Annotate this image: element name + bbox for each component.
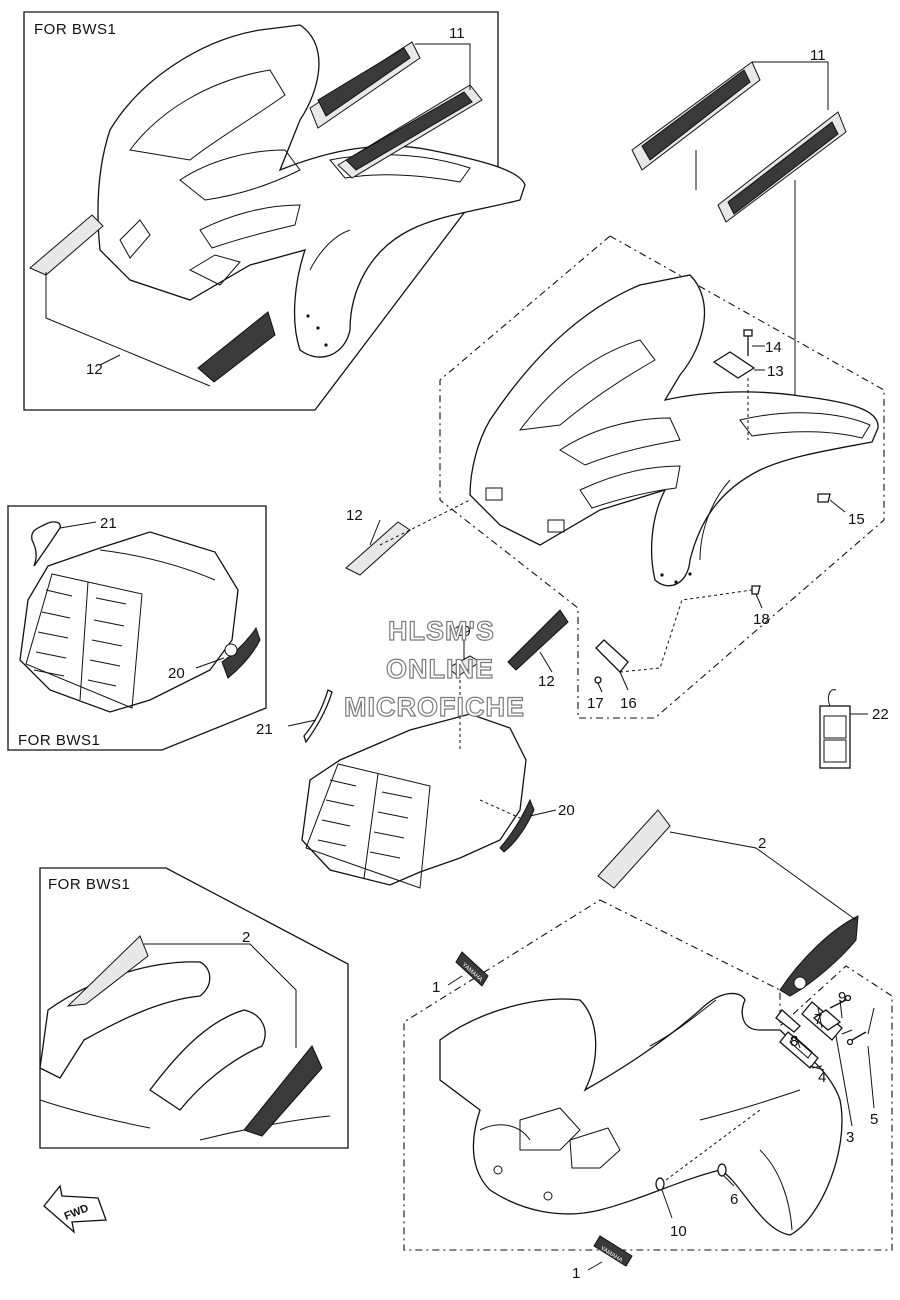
decal-2-side: [779, 915, 859, 997]
callout-12-bws1: 12: [86, 361, 103, 378]
decal-11-bws1: [309, 41, 483, 179]
inset-box-lower-left: FOR BWS1 2: [39, 867, 349, 1149]
inset-title-lower-left: FOR BWS1: [48, 876, 130, 893]
callout-6: 6: [730, 1191, 738, 1208]
plate-13: [712, 351, 756, 379]
decal-11-set: 11: [631, 47, 847, 440]
front-fender-group: [403, 899, 893, 1251]
callout-3: 3: [846, 1129, 854, 1146]
screw-5: [846, 1038, 854, 1046]
callout-7: 7: [814, 1011, 822, 1028]
grommet-18: [751, 585, 761, 595]
callout-17: 17: [587, 695, 604, 712]
callout-22: 22: [872, 706, 889, 723]
clip-15: [817, 493, 831, 503]
decal-20: [499, 798, 535, 853]
callout-13: 13: [767, 363, 784, 380]
decal-19: [447, 655, 481, 677]
decal-21-bws1: [31, 521, 61, 567]
callout-1-bottom: 1: [572, 1265, 580, 1282]
watermark: HLSM'S ONLINE MICROFICHE: [343, 615, 525, 722]
callout-2-bws1: 2: [242, 929, 250, 946]
callout-8: 8: [790, 1033, 798, 1050]
callout-21-bws1: 21: [100, 515, 117, 532]
hardware-13-14-15: 14 13 15: [712, 329, 865, 528]
rear-fender-bws1: [97, 24, 526, 358]
fwd-arrow: FWD: [43, 1184, 107, 1234]
callout-18: 18: [753, 611, 770, 628]
emblem-1-top: YAMAHA 1: [432, 951, 489, 996]
reflector-16: [595, 639, 629, 673]
callout-10: 10: [670, 1223, 687, 1240]
plate-7: [812, 1009, 842, 1031]
callout-20-bws1: 20: [168, 665, 185, 682]
decal-2-front-bws1: [66, 935, 149, 1007]
callout-15: 15: [848, 511, 865, 528]
reflector-assembly: 9 7 8 5 3 4: [775, 989, 878, 1146]
callout-4: 4: [818, 1069, 826, 1086]
inset-box-top-left: FOR BWS1 11 12: [23, 11, 526, 411]
watermark-line-3: MICROFICHE: [344, 692, 525, 722]
decal-20-bws1: [221, 626, 261, 679]
watermark-line-1: HLSM'S: [388, 616, 495, 646]
callout-12-side: 12: [538, 673, 555, 690]
callout-16: 16: [620, 695, 637, 712]
decal-2-side-bws1: [243, 1045, 323, 1137]
callout-2: 2: [758, 835, 766, 852]
decal-12-set: 12 12: [345, 499, 569, 690]
label-22: 22: [819, 689, 889, 769]
gasket-8: [775, 1009, 801, 1033]
front-cover-bws1: [19, 531, 239, 713]
grommet-6: [717, 1163, 727, 1177]
callout-11: 11: [810, 47, 826, 64]
watermark-line-2: ONLINE: [386, 654, 494, 684]
callout-19: 19: [454, 623, 471, 640]
callout-1-top: 1: [432, 979, 440, 996]
screw-9: [844, 994, 852, 1002]
reflector-16-17-18: 17 16 18: [587, 585, 770, 712]
decal-12-side-bws1: [197, 311, 276, 383]
inset-title-middle-left: FOR BWS1: [18, 732, 100, 749]
callout-20: 20: [558, 802, 575, 819]
bolt-14: [743, 329, 753, 337]
front-fender-bws1: [39, 961, 331, 1141]
callout-5: 5: [870, 1111, 878, 1128]
decal-21: [303, 689, 333, 744]
callout-12-front: 12: [346, 507, 363, 524]
grommets-6-10: 6 10: [655, 1109, 761, 1240]
callout-11-bws1: 11: [449, 25, 465, 42]
rear-fender-group: [439, 235, 885, 719]
inset-title-top-left: FOR BWS1: [34, 21, 116, 38]
callout-14: 14: [765, 339, 782, 356]
decal-2-set: 2: [597, 809, 859, 997]
grommet-10: [655, 1177, 665, 1191]
screw-17: [594, 676, 602, 684]
front-cover-group: 19 21 20: [256, 623, 575, 889]
inset-box-middle-left: FOR BWS1 21 20: [7, 505, 267, 751]
callout-9: 9: [838, 989, 846, 1006]
emblem-1-bottom: YAMAHA 1: [572, 1235, 633, 1282]
decal-12-front-bws1: [29, 214, 104, 276]
callout-21: 21: [256, 721, 273, 738]
decal-2-front: [597, 809, 671, 889]
